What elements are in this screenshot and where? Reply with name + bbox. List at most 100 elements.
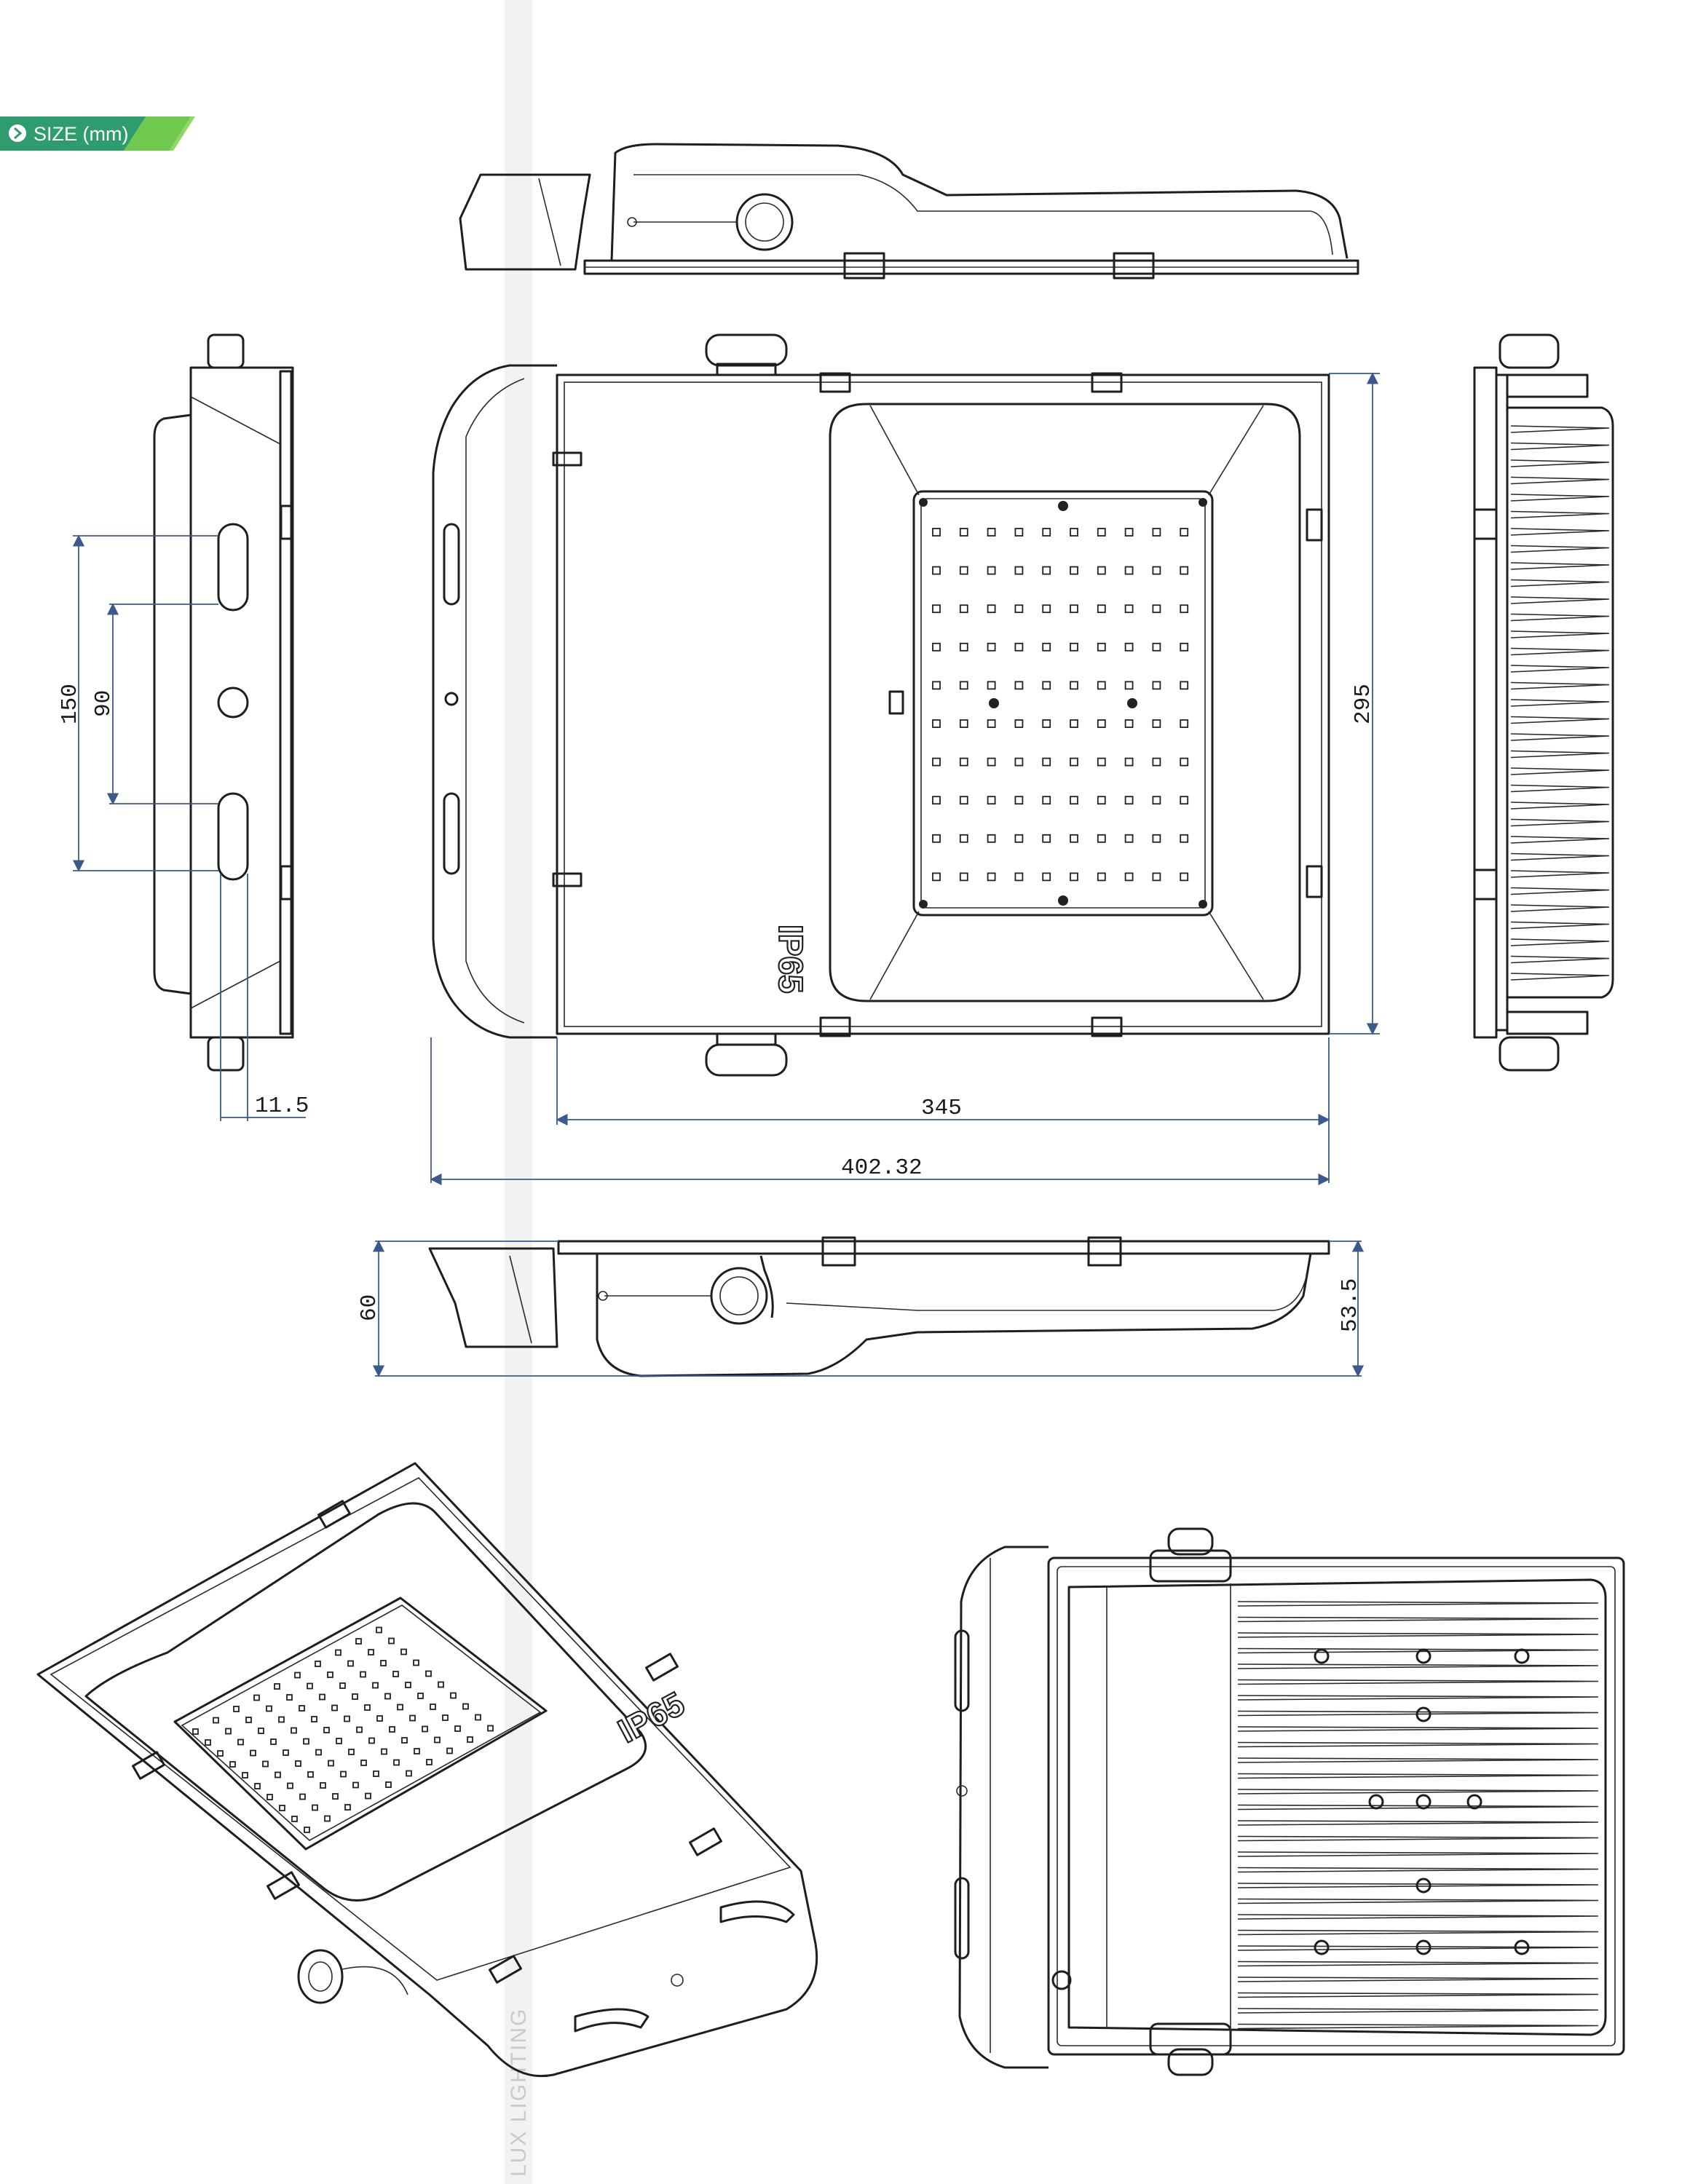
heatsink-fin xyxy=(1510,716,1610,724)
led-chip xyxy=(1014,528,1024,537)
led-chip xyxy=(1097,796,1106,805)
led-chip xyxy=(1180,796,1189,805)
led-chip xyxy=(385,1781,392,1788)
heatsink-fin xyxy=(1237,1741,1599,1748)
ip-rating-label: IP65 xyxy=(772,925,810,994)
heatsink-fin xyxy=(1510,836,1610,844)
led-chip xyxy=(348,1749,355,1755)
led-chip xyxy=(1152,528,1161,537)
led-chip xyxy=(959,834,968,843)
isometric-view: IP65 xyxy=(36,1462,818,2078)
led-chip xyxy=(332,1793,339,1800)
led-chip xyxy=(250,1749,256,1757)
led-chip xyxy=(291,1727,297,1734)
led-chip xyxy=(987,566,996,575)
led-chip xyxy=(368,1737,375,1744)
screw xyxy=(1415,1939,1432,1955)
led-chip xyxy=(1097,604,1106,614)
heatsink-fin xyxy=(1237,1804,1599,1811)
heatsink-fin xyxy=(1237,1835,1599,1842)
led-chip xyxy=(324,1815,331,1822)
led-chip xyxy=(987,872,996,882)
led-chip xyxy=(347,1660,354,1667)
front-view: IP65 295 345 402.32 xyxy=(430,333,1380,1186)
led-chip xyxy=(987,642,996,652)
led-chip xyxy=(331,1704,338,1712)
led-chip xyxy=(932,796,941,805)
led-chip xyxy=(1180,719,1189,728)
led-chip xyxy=(1070,642,1078,652)
heatsink-fin xyxy=(1237,1601,1599,1607)
heatsink-fin xyxy=(1510,852,1610,861)
heatsink-fin xyxy=(1510,733,1610,741)
led-chip xyxy=(1180,757,1189,767)
led-chip xyxy=(1014,642,1024,652)
led-chip xyxy=(1124,642,1134,652)
led-chip xyxy=(360,1760,367,1766)
heatsink-fin xyxy=(1510,442,1610,451)
led-chip xyxy=(339,1682,346,1689)
led-chip xyxy=(274,1683,280,1690)
heatsink-fin xyxy=(1237,1773,1599,1779)
led-chip xyxy=(242,1772,248,1779)
heatsink-fin xyxy=(1510,579,1610,587)
led-chip xyxy=(932,528,941,537)
led-chip xyxy=(278,1716,285,1723)
led-chip xyxy=(1124,834,1134,843)
led-chip xyxy=(312,1804,318,1811)
led-chip xyxy=(372,1682,379,1689)
led-chip xyxy=(1152,796,1161,805)
screw xyxy=(1314,1648,1330,1664)
screw xyxy=(1466,1794,1482,1810)
heatsink-fin xyxy=(1510,630,1610,638)
dim-depth-body: 53.5 xyxy=(1338,1278,1363,1332)
led-chip xyxy=(376,1715,383,1722)
dim-mount-outer: 150 xyxy=(58,684,83,724)
heatsink-fin xyxy=(1510,459,1610,467)
heatsink-fin xyxy=(1237,1663,1599,1669)
led-chip xyxy=(1014,872,1024,882)
led-chip xyxy=(1042,719,1051,728)
heatsink-fin xyxy=(1510,528,1610,536)
side-view-right xyxy=(1473,333,1614,1072)
watermark-strip: LUX LIGHTING xyxy=(505,0,532,2184)
led-chip xyxy=(430,1704,436,1710)
led-chip xyxy=(270,1738,277,1745)
led-chip xyxy=(287,1782,293,1789)
led-chip xyxy=(400,1648,407,1655)
led-chip xyxy=(1070,834,1078,843)
heatsink-fin xyxy=(1510,699,1610,707)
heatsink-fin xyxy=(1510,802,1610,810)
heatsink-fin xyxy=(1237,1961,1599,1967)
led-chip xyxy=(373,1770,379,1777)
led-chip xyxy=(932,757,941,767)
led-chip xyxy=(328,1760,334,1767)
heatsink-fin xyxy=(1237,1992,1599,1998)
heatsink-fin xyxy=(1237,1820,1599,1826)
heatsink-fin xyxy=(1237,1695,1599,1701)
led-chip xyxy=(1180,642,1189,652)
dim-frame-width: 345 xyxy=(921,1096,962,1121)
heatsink-fin xyxy=(1510,476,1610,485)
led-chip xyxy=(344,1804,351,1811)
led-chip xyxy=(1180,834,1189,843)
led-chip xyxy=(1070,604,1078,614)
led-chip xyxy=(1070,796,1078,805)
led-chip xyxy=(1042,872,1051,882)
heatsink-fin xyxy=(1510,596,1610,604)
heatsink-fin xyxy=(1510,955,1610,964)
heatsink-fins xyxy=(1510,425,1610,981)
led-chip xyxy=(987,796,996,805)
led-chip xyxy=(1180,528,1189,537)
led-chip xyxy=(409,1714,416,1722)
heatsink-fin xyxy=(1510,665,1610,673)
led-chip xyxy=(1042,834,1051,843)
led-chip xyxy=(356,1726,363,1733)
led-chip xyxy=(959,681,968,690)
led-chip xyxy=(987,719,996,728)
led-chip xyxy=(233,1706,240,1712)
side-view-bottom: 60 53.5 xyxy=(357,1236,1365,1377)
led-chip xyxy=(932,604,941,614)
led-chip xyxy=(1097,681,1106,690)
